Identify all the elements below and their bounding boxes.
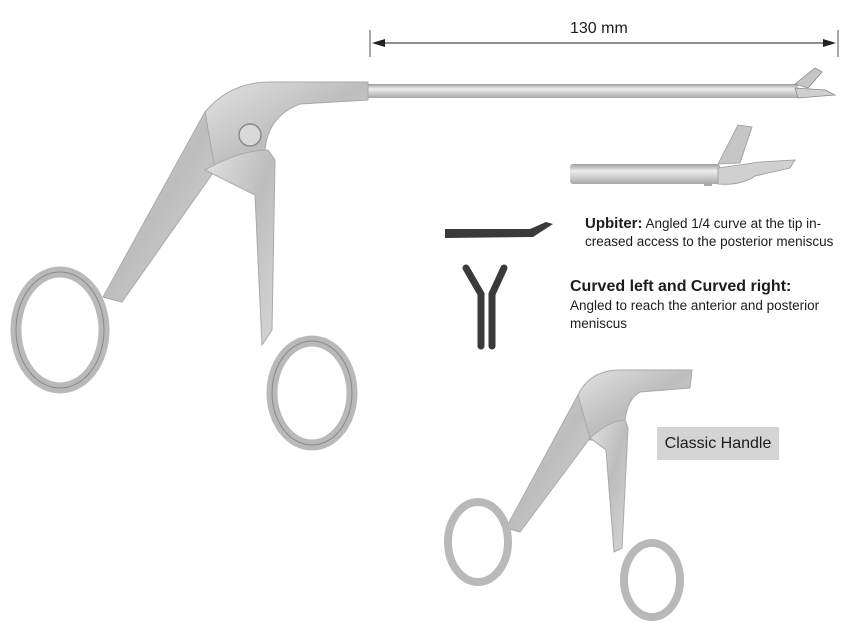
curved-left-right-icon xyxy=(462,264,508,350)
classic-handle-label: Classic Handle xyxy=(657,427,779,460)
curved-title: Curved left and Curved right: xyxy=(570,278,792,295)
tip-detail-illustration xyxy=(570,124,796,186)
upbiter-title: Upbiter: xyxy=(585,215,643,232)
curved-text-line1: Angled to reach the anterior and posteri… xyxy=(570,298,820,313)
upbiter-text-line2: creased access to the posterior meniscus xyxy=(585,234,834,249)
upbiter-text-line1: Angled 1/4 curve at the tip in- xyxy=(642,216,822,231)
dimension-arrow xyxy=(369,30,839,57)
curved-description: Curved left and Curved right: Angled to … xyxy=(570,277,860,333)
upbiter-tip-icon xyxy=(445,222,553,238)
dimension-label: 130 mm xyxy=(570,20,628,37)
curved-text-line2: meniscus xyxy=(570,316,628,331)
upbiter-description: Upbiter: Angled 1/4 curve at the tip in-… xyxy=(585,215,860,251)
classic-handle-illustration xyxy=(444,369,693,621)
large-instrument xyxy=(10,67,837,451)
